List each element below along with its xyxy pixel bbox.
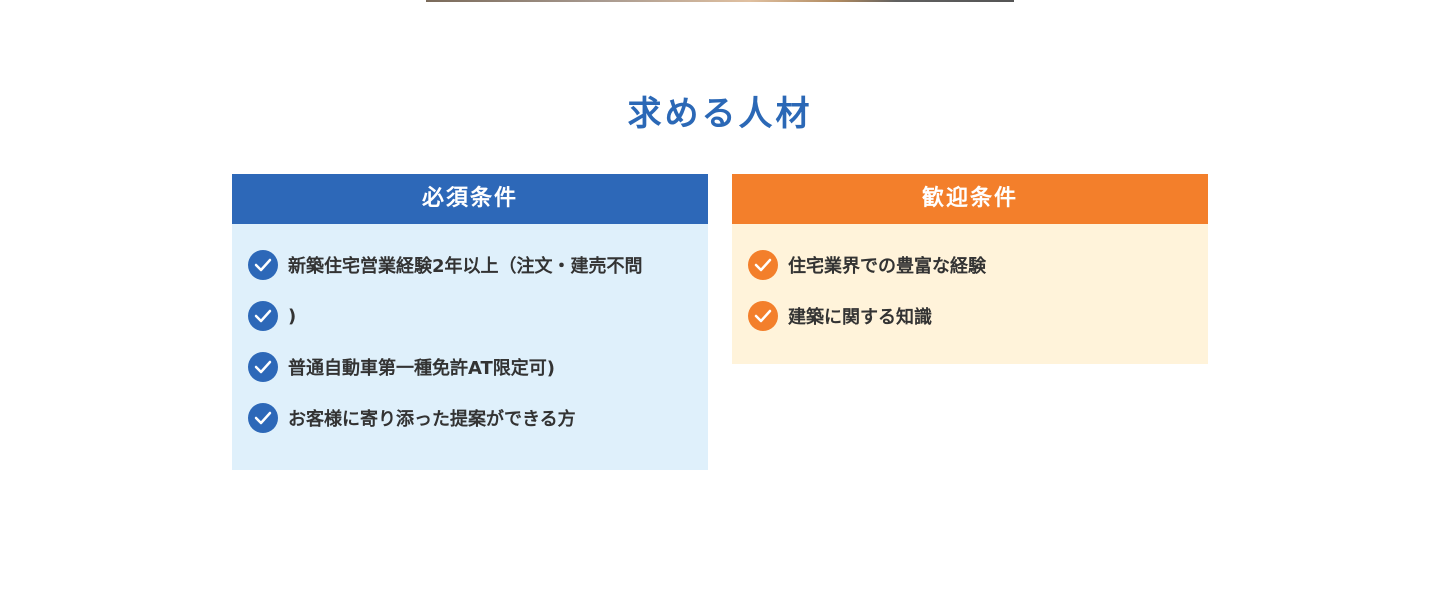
check-circle-icon (748, 301, 778, 331)
required-conditions-heading: 必須条件 (232, 174, 708, 224)
check-circle-icon (748, 250, 778, 280)
welcome-conditions-heading: 歓迎条件 (732, 174, 1208, 224)
list-item: お客様に寄り添った提案ができる方 (248, 403, 692, 433)
required-conditions-list: 新築住宅営業経験2年以上（注文・建売不問) 普通自動車第一種免許AT限定可) お客様… (232, 224, 708, 470)
list-item: ) (248, 301, 692, 331)
list-item-text: お客様に寄り添った提案ができる方 (288, 409, 576, 430)
list-item-text: ) (288, 305, 297, 327)
list-item: 新築住宅営業経験2年以上（注文・建売不問 (248, 250, 692, 280)
list-item: 住宅業界での豊富な経験 (748, 250, 1192, 280)
check-circle-icon (248, 352, 278, 382)
list-item-text: 住宅業界での豊富な経験 (788, 256, 986, 277)
welcome-conditions-list: 住宅業界での豊富な経験建築に関する知識 (732, 224, 1208, 364)
check-circle-icon (248, 403, 278, 433)
check-circle-icon (248, 301, 278, 331)
section-title: 求める人材 (627, 94, 813, 134)
welcome-conditions-card: 歓迎条件 住宅業界での豊富な経験建築に関する知識 (732, 174, 1208, 364)
hero-image-bottom-edge (426, 0, 1014, 2)
required-conditions-card: 必須条件 新築住宅営業経験2年以上（注文・建売不問) 普通自動車第一種免許AT限定… (232, 174, 708, 470)
list-item-text: 新築住宅営業経験2年以上（注文・建売不問 (288, 256, 643, 277)
list-item: 建築に関する知識 (748, 301, 1192, 331)
list-item: 普通自動車第一種免許AT限定可) (248, 352, 692, 382)
check-circle-icon (248, 250, 278, 280)
list-item-text: 普通自動車第一種免許AT限定可) (288, 358, 556, 379)
list-item-text: 建築に関する知識 (788, 307, 932, 328)
